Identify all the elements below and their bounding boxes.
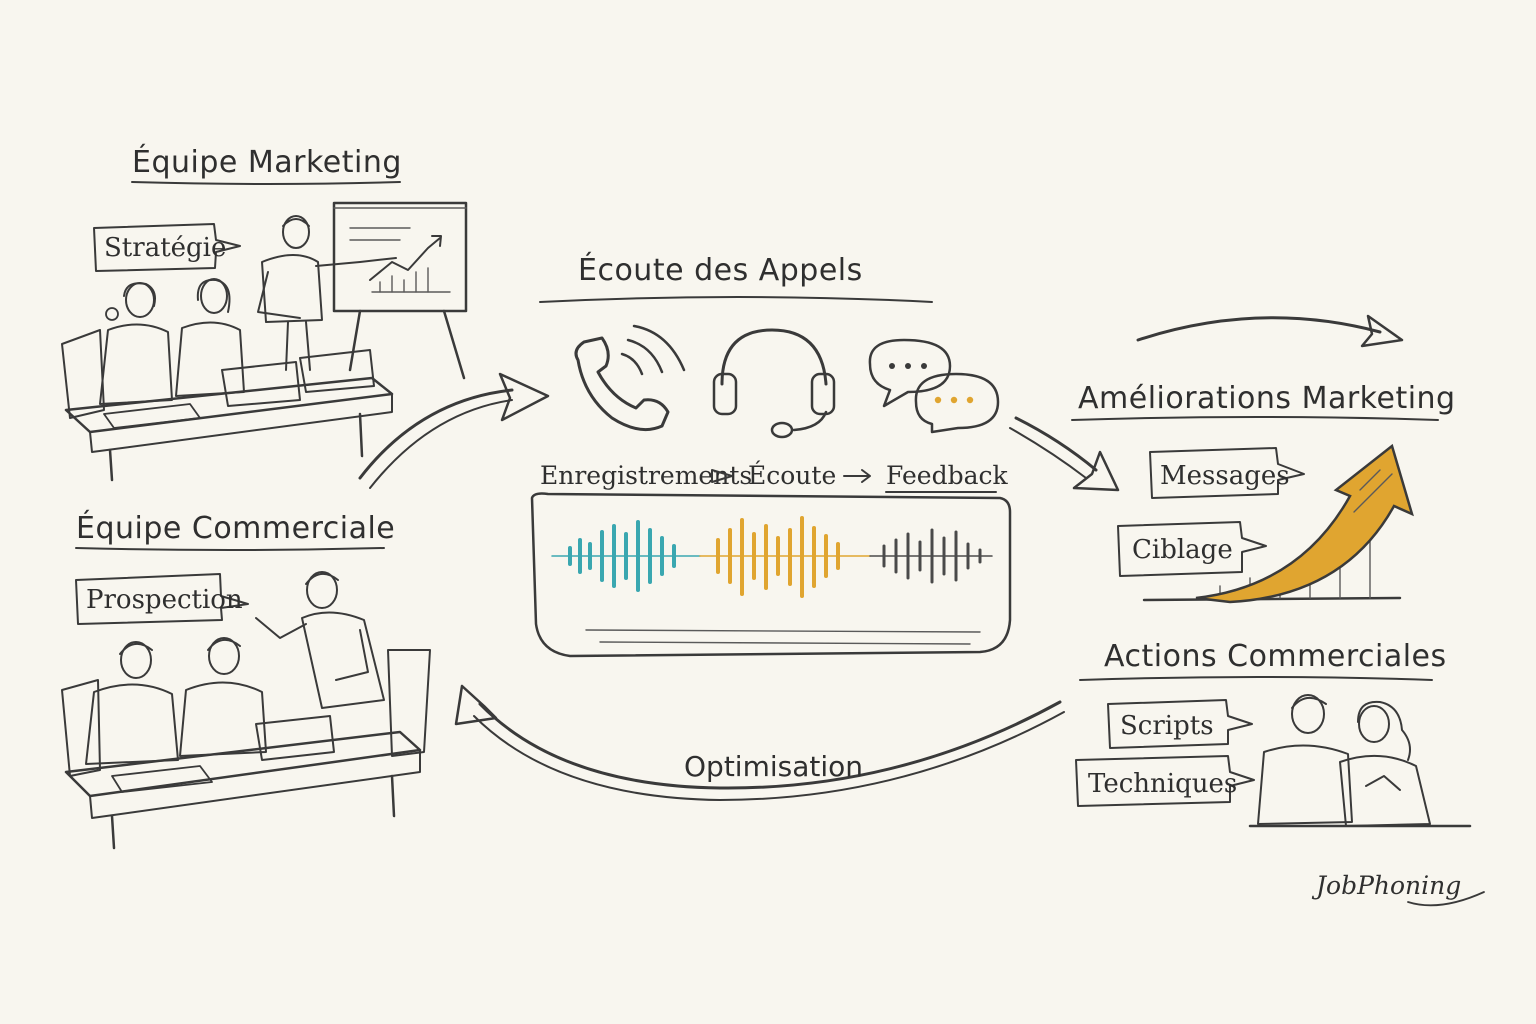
marketing-desk (64, 349, 394, 482)
marketing-improvements-section: Améliorations Marketing Messages Ciblage (1071, 381, 1456, 604)
waveform-icon (551, 516, 993, 598)
tag-scripts-label: Scripts (1120, 711, 1214, 741)
heading-sales-actions: Actions Commerciales (1104, 639, 1447, 674)
sales-actions-section: Actions Commerciales Scripts Techniques (1075, 639, 1472, 828)
listening-flow: Enregistrements Écoute Feedback (540, 461, 1008, 493)
sales-team-section: Équipe Commerciale Prospection (61, 510, 431, 850)
heading-sales-team: Équipe Commerciale (76, 510, 395, 546)
flow-step-recordings: Enregistrements (540, 461, 752, 490)
waveform-panel (530, 492, 1012, 658)
tag-techniques: Techniques (1075, 755, 1255, 807)
presentation-board-icon (332, 201, 468, 380)
chat-bubbles-icon (868, 338, 1000, 434)
marketing-team-section: Équipe Marketing Stratégie (61, 144, 468, 482)
arrow-top-right (1136, 314, 1404, 348)
headset-icon (712, 328, 836, 439)
tag-targeting-label: Ciblage (1132, 535, 1233, 565)
tag-messages-label: Messages (1160, 461, 1290, 491)
tag-scripts: Scripts (1107, 699, 1253, 749)
sales-pair-figures (1248, 694, 1472, 828)
seated-team-members (61, 278, 245, 419)
tag-techniques-label: Techniques (1088, 769, 1237, 799)
brand-logo: JobPhoning (1311, 871, 1461, 900)
tag-messages: Messages (1149, 447, 1305, 499)
flow-step-feedback: Feedback (886, 461, 1008, 490)
brand-signature: JobPhoning (1311, 871, 1485, 907)
tag-targeting: Ciblage (1117, 521, 1267, 577)
optimisation-return-arrow: Optimisation (454, 684, 1065, 801)
phone-icon (574, 324, 686, 432)
heading-marketing-team: Équipe Marketing (132, 144, 402, 180)
tag-strategy-label: Stratégie (104, 233, 226, 263)
growth-arrow-icon (1142, 443, 1414, 604)
tag-prospecting: Prospection (75, 573, 249, 625)
flow-step-listening: Écoute (748, 461, 836, 490)
heading-marketing-improvements: Améliorations Marketing (1078, 381, 1456, 416)
heading-call-listening: Écoute des Appels (578, 252, 863, 288)
presenter-figure (257, 215, 397, 371)
standing-salesperson-figure (255, 571, 431, 757)
arrow-listening-to-improvements (1009, 416, 1120, 492)
tag-prospecting-label: Prospection (86, 585, 243, 615)
arrow-teams-to-listening (358, 372, 550, 489)
sales-desk (64, 715, 422, 850)
tag-strategy: Stratégie (93, 223, 241, 272)
call-listening-section: Écoute des Appels (530, 252, 1012, 658)
seated-salespeople (61, 637, 267, 777)
optimisation-label: Optimisation (684, 750, 863, 783)
